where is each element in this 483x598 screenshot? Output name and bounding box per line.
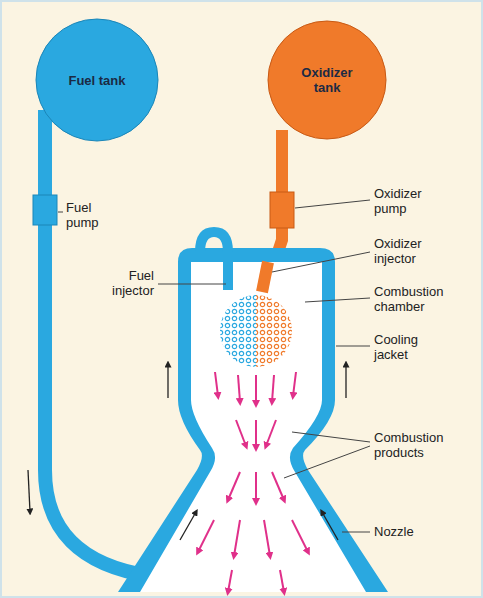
tank-label: Oxidizer tank (292, 65, 362, 95)
part-label: Combustion chamber (374, 284, 458, 314)
part-label: Nozzle (374, 524, 444, 539)
fuel-spray (220, 295, 256, 367)
tank-circle: Oxidizer tank (267, 20, 387, 140)
part-label: Oxidizer pump (374, 186, 436, 216)
part-label: Fuel pump (66, 200, 110, 230)
oxidizer-spray (256, 295, 292, 367)
oxidizer-injector (262, 262, 268, 292)
combustion-chamber (140, 262, 366, 592)
oxidizer-pump (270, 192, 294, 228)
flow-arrows (28, 364, 346, 540)
part-label: Fuel injector (96, 268, 154, 298)
part-label: Cooling jacket (374, 332, 436, 362)
tank-circle: Fuel tank (35, 18, 159, 142)
leader-lines (58, 200, 370, 532)
tank-label: Fuel tank (68, 73, 125, 88)
fuel-injector (200, 232, 228, 290)
tank-shape (36, 19, 158, 141)
product-arrows (198, 372, 308, 592)
tank-shape (268, 21, 386, 139)
fuel-pump (33, 195, 57, 225)
part-label: Oxidizer injector (374, 236, 436, 266)
cooling-jacket (118, 248, 388, 592)
fuel-pipe (45, 110, 150, 576)
part-label: Combustion products (374, 430, 458, 460)
